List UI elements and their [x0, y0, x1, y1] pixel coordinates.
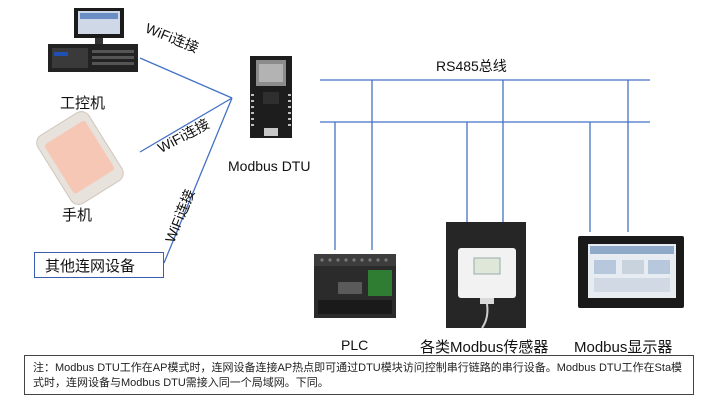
ipc-label: 工控机: [60, 95, 106, 112]
phone-image: [36, 111, 124, 205]
wifi-line-phone: [139, 97, 233, 153]
plc-label: PLC: [341, 337, 369, 353]
plc-image: [314, 254, 396, 318]
other-device-box: 其他连网设备: [34, 252, 164, 278]
footnote: 注：Modbus DTU工作在AP模式时，连网设备连接AP热点即可通过DTU模块…: [24, 355, 694, 395]
rs485-bus-label: RS485总线: [436, 58, 507, 74]
dtu-label: Modbus DTU: [228, 158, 311, 174]
display-image: [578, 236, 684, 308]
ipc-image: [48, 8, 138, 72]
wifi-line-ipc: [139, 57, 233, 99]
other-device-label: 其他连网设备: [45, 257, 136, 275]
dtu-image: [250, 56, 292, 138]
wifi-line-other: [163, 97, 233, 264]
display-label: Modbus显示器: [574, 339, 673, 356]
sensor-image: [446, 222, 526, 329]
phone-label: 手机: [62, 207, 93, 224]
sensor-label: 各类Modbus传感器: [420, 339, 549, 356]
